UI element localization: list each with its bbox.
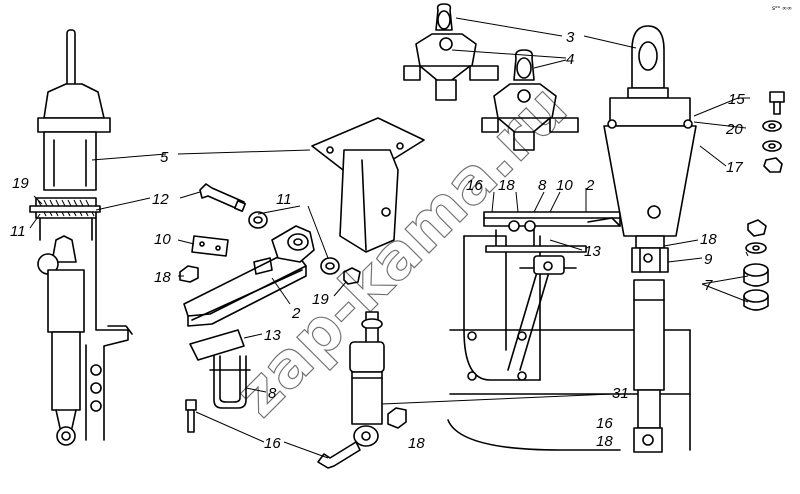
callout-18-left: 18 (154, 269, 171, 286)
washer-9 (745, 242, 767, 254)
bolt-15 (769, 91, 785, 115)
callout-16-right: 16 (596, 415, 613, 432)
callout-13-left: 13 (264, 327, 281, 344)
callout-8-center: 8 (538, 177, 547, 194)
callout-18-center: 18 (498, 177, 515, 194)
u-bolt-8 (209, 355, 251, 409)
callout-16-bottom: 16 (264, 435, 281, 452)
eye-mount-right (481, 49, 579, 151)
callout-13-center: 13 (584, 243, 601, 260)
callout-17: 17 (726, 159, 743, 176)
callout-31: 31 (612, 385, 629, 402)
callout-2-left: 2 (291, 305, 301, 322)
nut-17 (763, 157, 783, 173)
plate-13-left (189, 329, 245, 361)
spring-cradle (447, 211, 691, 451)
bolt-12 (199, 183, 247, 213)
callout-11-center: 11 (276, 191, 292, 208)
callout-3: 3 (566, 29, 575, 46)
leader-lines (29, 17, 750, 459)
callout-20: 20 (725, 121, 743, 138)
callout-labels: 3 4 5 15 20 17 19 11 12 11 10 18 19 2 13… (10, 29, 745, 452)
callout-19-center: 19 (312, 291, 329, 308)
callout-19-left: 19 (12, 175, 29, 192)
washers-20 (762, 120, 782, 152)
callout-18-bottom: 18 (408, 435, 425, 452)
callout-8-left: 8 (268, 385, 277, 402)
callout-10-center: 10 (556, 177, 573, 194)
bolt-16-bottom (317, 441, 361, 469)
corner-mark: sᵒᵒ ∞∞ (772, 5, 792, 12)
callout-15: 15 (728, 91, 745, 108)
eye-mount-left (403, 3, 499, 101)
bushing-11-top (248, 211, 268, 229)
callout-12: 12 (152, 191, 169, 208)
bushing-11-bottom (320, 257, 340, 275)
callout-11-left: 11 (10, 223, 26, 240)
plate-10 (191, 235, 229, 257)
nut-19-left (343, 267, 361, 285)
callout-18-right-bottom: 18 (596, 433, 613, 450)
callout-10-left: 10 (154, 231, 171, 248)
callout-7: 7 (704, 277, 713, 294)
bracket-5 (311, 117, 425, 253)
nut-18-left (179, 265, 199, 283)
callout-16-center: 16 (466, 177, 483, 194)
callout-4: 4 (566, 51, 574, 68)
shock-absorber-31 (349, 311, 385, 447)
callout-5: 5 (160, 149, 169, 166)
nut-18-right (747, 219, 767, 237)
left-assembly (29, 29, 133, 446)
callout-18-right: 18 (700, 231, 717, 248)
callout-2-center: 2 (585, 177, 595, 194)
bushings-7 (743, 263, 769, 311)
nut-18-bottom (387, 407, 407, 429)
bolt-16-vertical (185, 399, 197, 433)
callout-9: 9 (704, 251, 713, 268)
right-assembly (603, 25, 697, 453)
leaf-spring-2-left (183, 225, 315, 327)
